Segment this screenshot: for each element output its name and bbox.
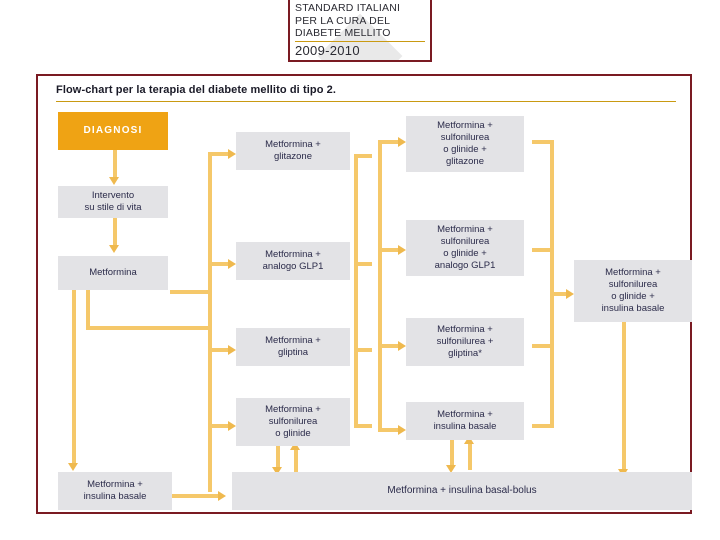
feedback-vertical-up — [86, 272, 90, 328]
arrowhead-right-col3-glitazone — [398, 137, 406, 147]
publication-banner: STANDARD ITALIANI PER LA CURA DEL DIABET… — [288, 0, 432, 62]
chart-title: Flow-chart per la terapia del diabete me… — [56, 84, 337, 96]
node-diagnosi[interactable]: DIAGNOSI — [58, 112, 168, 150]
node-metformina-insulina-basal-bolus[interactable]: Metformina + insulina basal-bolus — [232, 472, 692, 510]
arrowhead-down-col2-bottom — [272, 467, 282, 475]
banner-line-1: STANDARD ITALIANI — [295, 2, 401, 14]
branch-to-col3-gliptina — [378, 344, 400, 348]
collector-stub-col3-insulina — [532, 424, 554, 428]
trunk-column2-distribution — [208, 152, 212, 492]
connector-to-col4 — [550, 292, 568, 296]
arrowhead-up-bottom-col3 — [464, 436, 474, 444]
arrowhead-right-sulfonilurea — [228, 421, 236, 431]
branch-to-glp1 — [208, 262, 230, 266]
trunk-column3-distribution — [378, 140, 382, 432]
banner-year: 2009-2010 — [295, 42, 360, 58]
node-metformina-insulina-basale-left[interactable]: Metformina +insulina basale — [58, 472, 172, 510]
banner-divider — [295, 40, 425, 42]
collector-stub-col3-glitazone — [532, 140, 554, 144]
collector-stub-glp1 — [354, 262, 372, 266]
connector-metformina-to-insulina-left — [72, 256, 76, 466]
connector-metformina-right — [170, 290, 212, 294]
collector-stub-col3-glp1 — [532, 248, 554, 252]
arrowhead-right-glp1 — [228, 259, 236, 269]
arrowhead-down-metformina — [109, 245, 119, 253]
banner-title-block: STANDARD ITALIANI PER LA CURA DEL DIABET… — [290, 0, 430, 40]
branch-to-col3-glp1 — [378, 248, 400, 252]
connector-col4-to-bottombar — [622, 322, 626, 472]
arrowhead-down-col3-bottom — [446, 465, 456, 473]
arrowhead-right-col3-insulina — [398, 425, 406, 435]
flowchart-frame: Flow-chart per la terapia del diabete me… — [36, 74, 692, 514]
connector-intervento-metformina — [113, 218, 117, 248]
node-metformina-insulina-basale-col3[interactable]: Metformina +insulina basale — [406, 402, 524, 440]
collector-stub-sulfonilurea — [354, 424, 372, 428]
arrowhead-right-col4 — [566, 289, 574, 299]
branch-to-gliptina — [208, 348, 230, 352]
banner-line-2: PER LA CURA DEL — [295, 14, 391, 27]
arrowhead-right-col3-glp1 — [398, 245, 406, 255]
connector-down-col2-bottom — [276, 446, 280, 470]
trunk-column4-collector — [550, 140, 554, 428]
connector-down-col3-bottom — [450, 440, 454, 468]
branch-to-col3-insulina — [378, 428, 400, 432]
node-metformina-sulfonilurea-gliptina[interactable]: Metformina +sulfonilurea +gliptina* — [406, 318, 524, 366]
node-metformina-analogo-glp1[interactable]: Metformina +analogo GLP1 — [236, 242, 350, 280]
branch-to-glitazone — [208, 152, 230, 156]
connector-diagnosi-intervento — [113, 150, 117, 180]
node-metformina[interactable]: Metformina — [58, 256, 168, 290]
arrowhead-down-intervento — [109, 177, 119, 185]
arrowhead-up-bottom-col2 — [290, 442, 300, 450]
feedback-horizontal-mid — [86, 326, 210, 330]
branch-to-col3-glitazone — [378, 140, 400, 144]
node-metformina-glitazone[interactable]: Metformina +glitazone — [236, 132, 350, 170]
branch-to-sulfonilurea — [208, 424, 230, 428]
collector-stub-gliptina — [354, 348, 372, 352]
connector-up-bottom-col2 — [294, 448, 298, 474]
title-divider — [56, 101, 676, 102]
node-metformina-gliptina[interactable]: Metformina +gliptina — [236, 328, 350, 366]
connector-up-bottom-col3 — [468, 442, 472, 470]
arrowhead-right-gliptina — [228, 345, 236, 355]
collector-stub-glitazone — [354, 154, 372, 158]
trunk-column2-collector — [354, 154, 358, 424]
arrowhead-right-glitazone — [228, 149, 236, 159]
banner-line-3: DIABETE MELLITO — [295, 27, 391, 40]
collector-stub-col3-gliptina — [532, 344, 554, 348]
arrowhead-right-col3-gliptina — [398, 341, 406, 351]
arrowhead-right-bottombar — [218, 491, 226, 501]
connector-insulina-to-bottombar — [172, 494, 220, 498]
arrowhead-down-insulina-left — [68, 463, 78, 471]
